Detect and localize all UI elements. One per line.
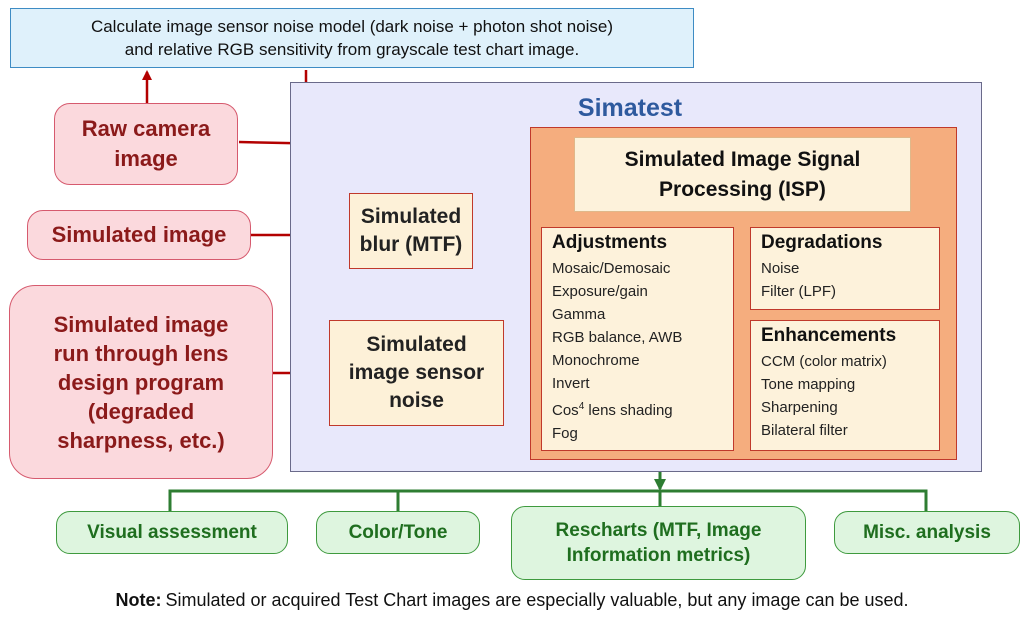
list-item: Fog <box>552 425 578 442</box>
note-label: Note: <box>115 589 162 610</box>
degradations-heading: Degradations <box>761 232 883 253</box>
noise-line1: Simulated <box>366 333 467 356</box>
isp-title-line2: Processing (ISP) <box>659 177 826 201</box>
cos-rest: lens shading <box>584 402 673 419</box>
sensor-noise-box: Simulated image sensor noise <box>329 320 504 426</box>
list-item: Gamma <box>552 306 606 323</box>
list-item: Invert <box>552 375 590 392</box>
lens-line5: sharpness, etc.) <box>57 427 225 453</box>
top-note-line1: Calculate image sensor noise model (dark… <box>90 17 614 36</box>
cos-exponent: 4 <box>578 401 585 412</box>
list-item: Sharpening <box>761 399 838 416</box>
list-item: Exposure/gain <box>552 283 648 300</box>
list-item: Bilateral filter <box>761 422 848 439</box>
isp-title-line1: Simulated Image Signal <box>624 147 861 171</box>
rescharts-line1: Rescharts (MTF, Image <box>555 520 762 541</box>
lens-design-image-box: Simulated image run through lens design … <box>9 285 273 479</box>
simulated-blur-box: Simulated blur (MTF) <box>349 193 473 269</box>
list-item: Mosaic/Demosaic <box>552 260 671 277</box>
bottom-note: Note: Simulated or acquired Test Chart i… <box>10 585 1014 615</box>
adjustments-heading: Adjustments <box>552 232 668 253</box>
blur-line1: Simulated <box>360 205 462 228</box>
noise-line3: noise <box>389 389 444 412</box>
isp-title-box: Simulated Image Signal Processing (ISP) <box>574 137 911 212</box>
visual-assessment-box: Visual assessment <box>56 511 288 554</box>
degradations-box: Degradations Noise Filter (LPF) <box>750 227 940 310</box>
rescharts-box: Rescharts (MTF, Image Information metric… <box>511 506 806 580</box>
list-item: Monochrome <box>552 352 640 369</box>
raw-camera-line2: image <box>114 146 178 171</box>
blur-line2: blur (MTF) <box>359 233 463 256</box>
list-item: CCM (color matrix) <box>761 353 887 370</box>
output-bus-line <box>168 489 928 511</box>
simatest-title: Simatest <box>577 93 683 122</box>
enhancements-box: Enhancements CCM (color matrix) Tone map… <box>750 320 940 451</box>
rescharts-line2: Information metrics) <box>566 545 751 566</box>
cos-base: Cos <box>552 402 579 419</box>
adjustments-box: Adjustments Mosaic/Demosaic Exposure/gai… <box>541 227 734 451</box>
raw-camera-line1: Raw camera <box>81 116 211 141</box>
list-item: Tone mapping <box>761 376 856 393</box>
noise-line2: image sensor <box>348 361 485 384</box>
raw-camera-image-box: Raw camera image <box>54 103 238 185</box>
lens-line4: (degraded <box>87 398 195 424</box>
lens-line2: run through lens <box>53 340 229 366</box>
lens-line3: design program <box>57 369 225 395</box>
list-item: RGB balance, AWB <box>552 329 683 346</box>
misc-analysis-box: Misc. analysis <box>834 511 1020 554</box>
color-tone-box: Color/Tone <box>316 511 480 554</box>
list-item: Noise <box>761 260 800 277</box>
note-text: Simulated or acquired Test Chart images … <box>165 589 909 610</box>
list-item-lens-shading: Cos4 lens shading <box>552 395 723 422</box>
list-item: Filter (LPF) <box>761 283 836 300</box>
top-note-line2: and relative RGB sensitivity from graysc… <box>124 40 580 59</box>
lens-line1: Simulated image <box>53 311 229 337</box>
top-note-box: Calculate image sensor noise model (dark… <box>10 8 694 68</box>
simulated-image-box: Simulated image <box>27 210 251 260</box>
enhancements-heading: Enhancements <box>761 325 897 346</box>
